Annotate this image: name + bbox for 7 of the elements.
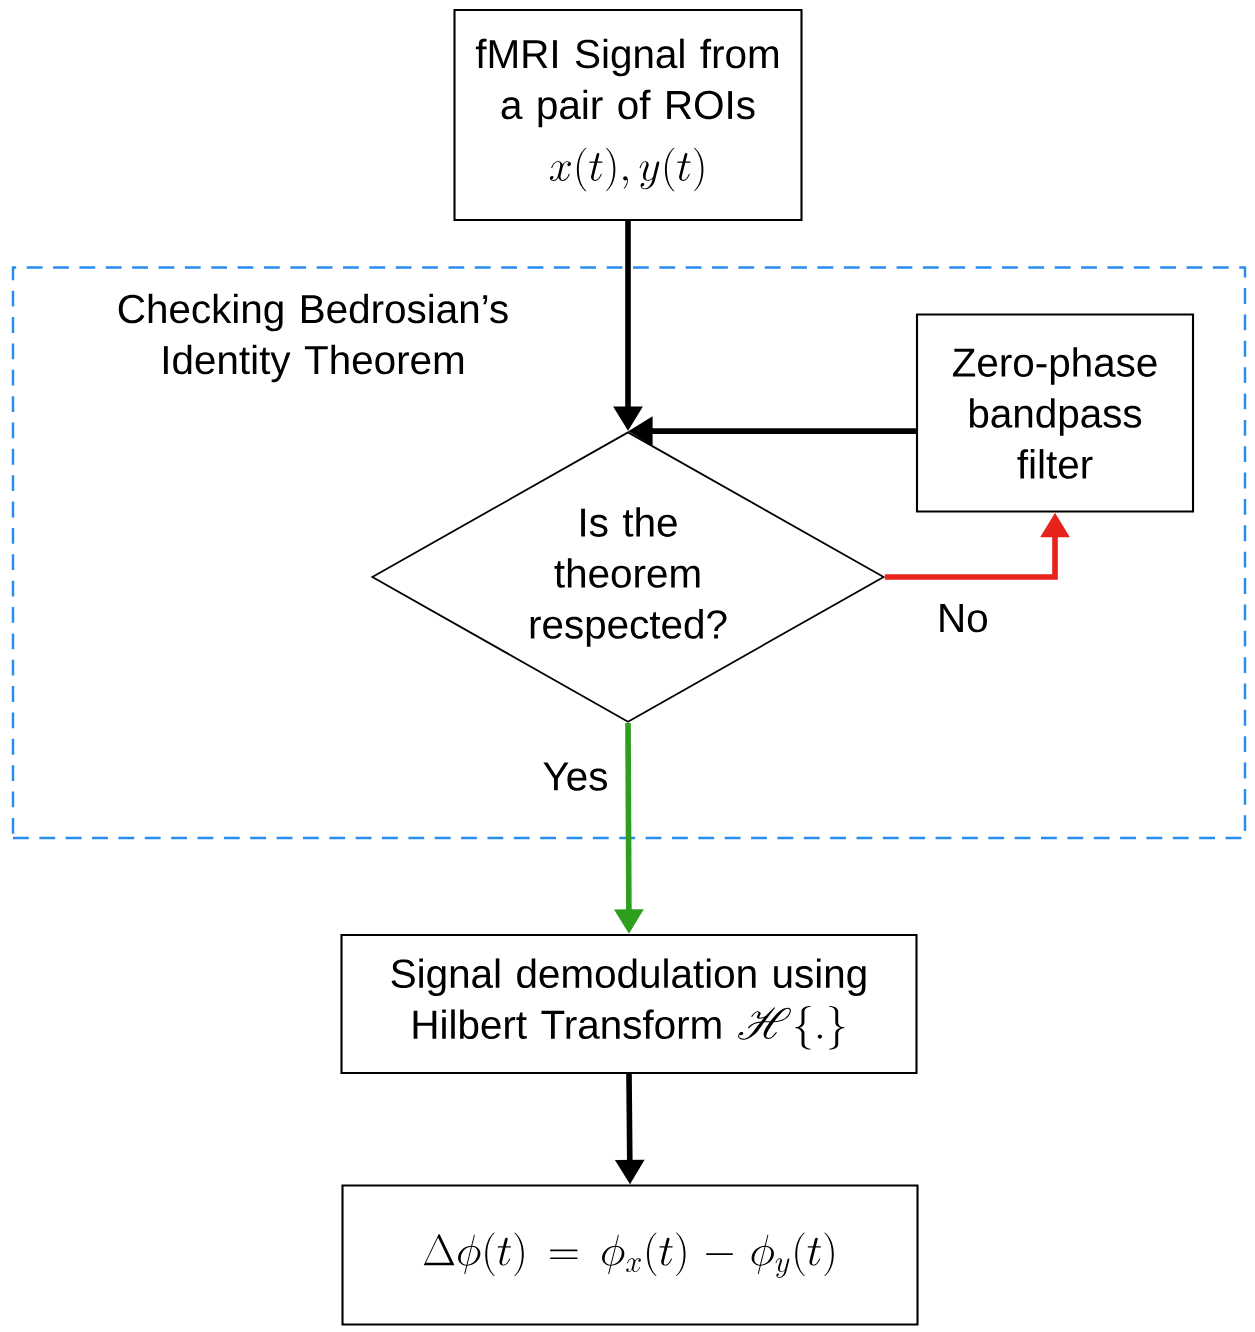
edge-label: No [935, 602, 991, 635]
process-box: $\Delta\phi(t) = \phi_x(t) - \phi_y(t)$ [341, 1184, 919, 1326]
edge-label: Yes [540, 760, 611, 793]
region-title: Checking Bedrosian’s Identity Theorem [118, 293, 508, 383]
process-box: Signal demodulation using Hilbert Transform $\mathscr{H}\{.\}$ [340, 933, 918, 1075]
process-box: fMRI Signal from a pair of ROIs $x(t), y(t)$ [453, 8, 803, 222]
process-box: Zero-phase bandpass filter [915, 313, 1195, 513]
